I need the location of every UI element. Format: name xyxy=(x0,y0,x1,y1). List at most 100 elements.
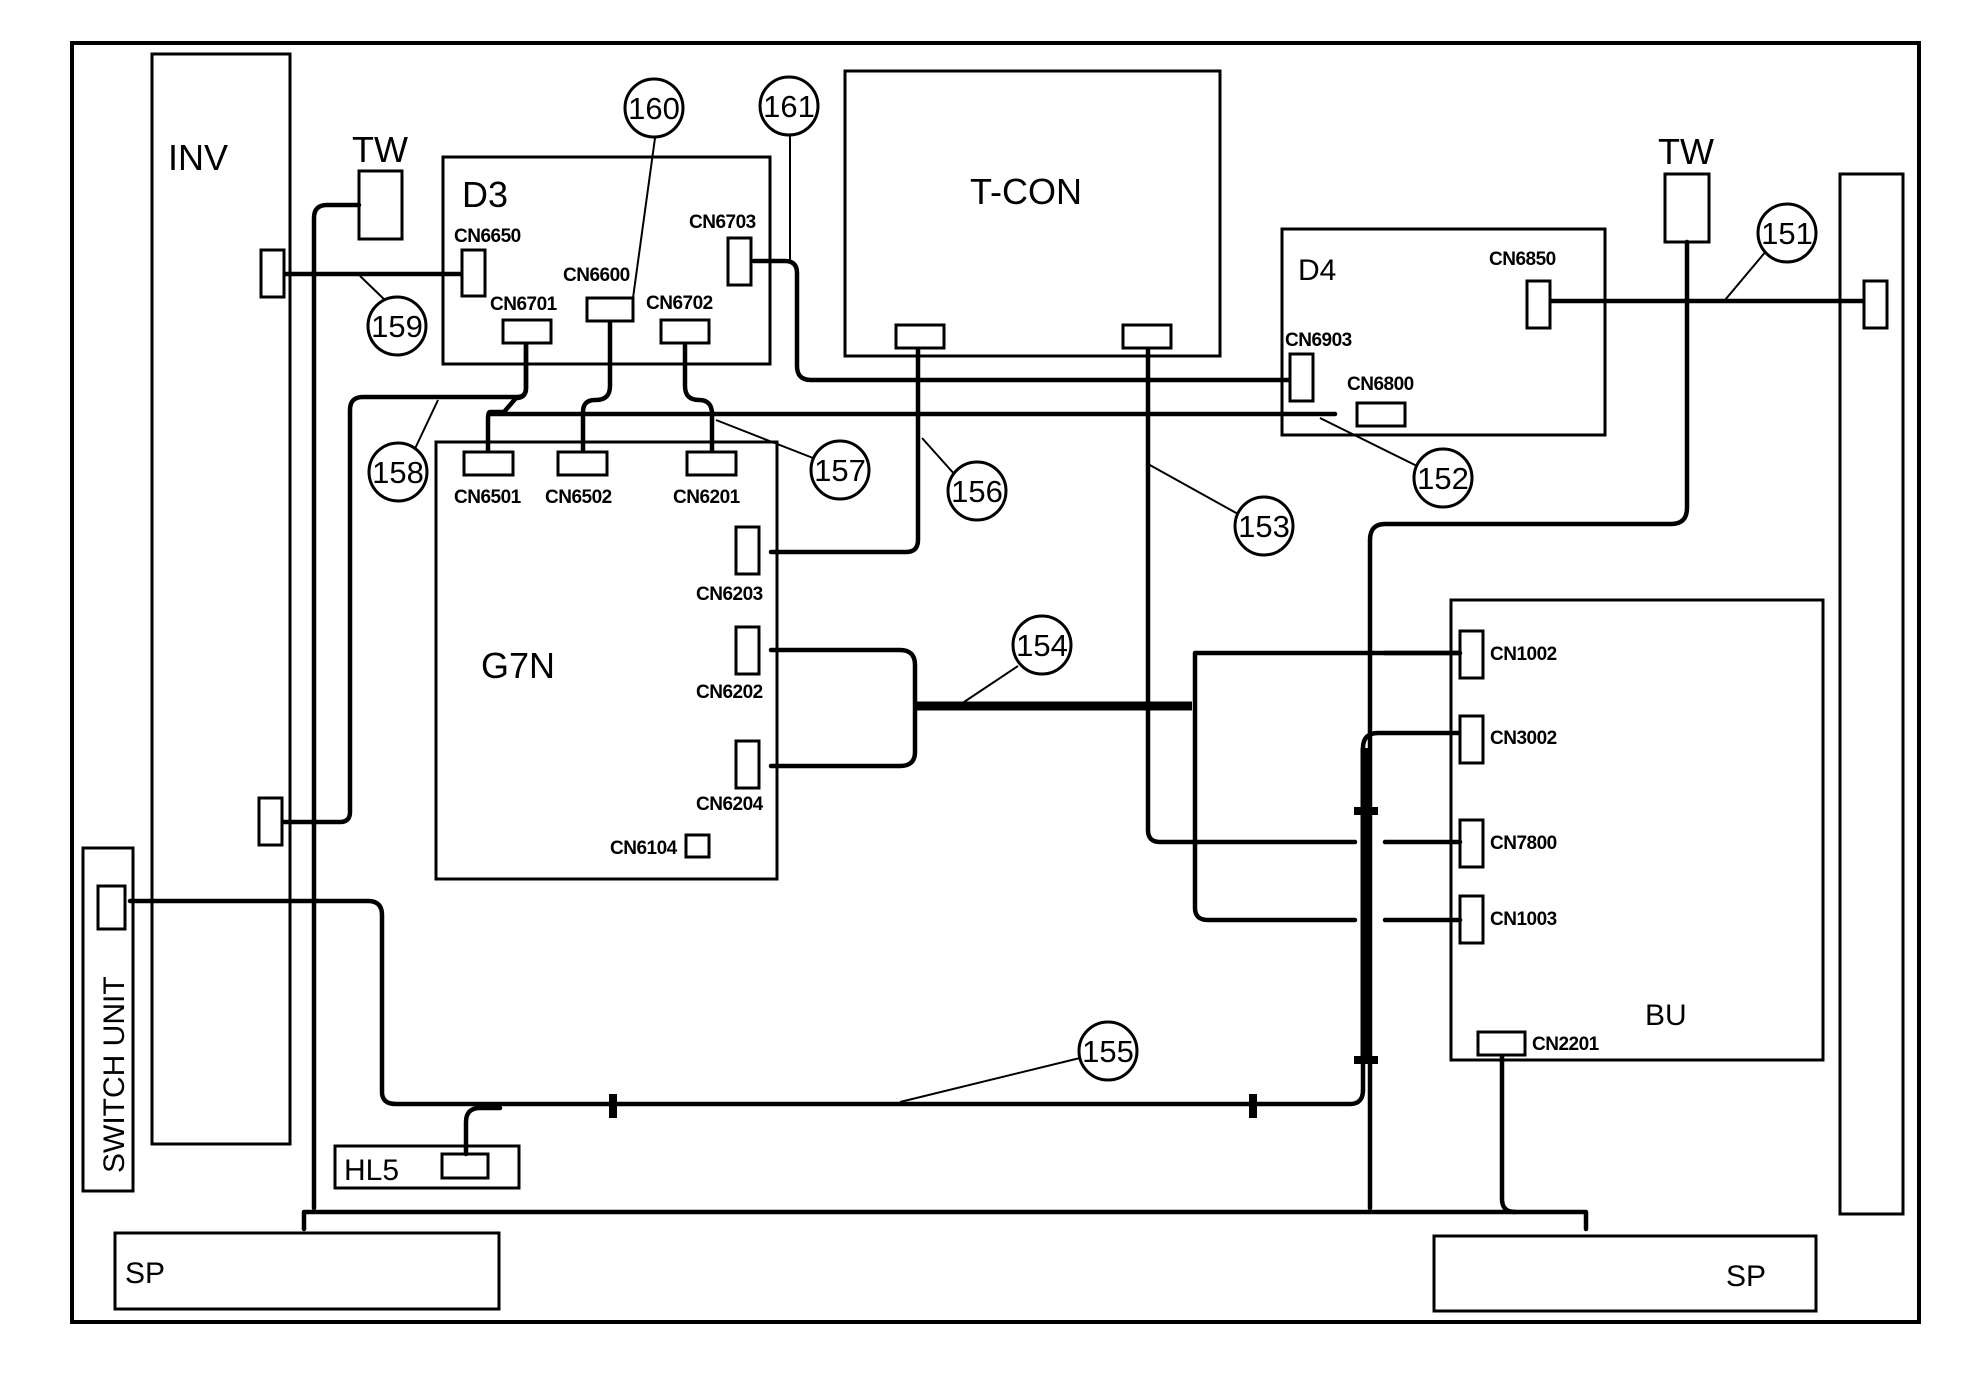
callout-159: 159 xyxy=(371,309,423,344)
right-panel-connector xyxy=(1862,279,1889,330)
bu-board: BU xyxy=(1449,598,1825,1062)
wire-tw-right xyxy=(1367,239,1690,1211)
cn1002-label: CN1002 xyxy=(1490,644,1557,665)
callout-159-circle xyxy=(366,295,428,357)
callout-156-circle xyxy=(946,460,1008,522)
cn6702-label: CN6702 xyxy=(646,293,713,314)
callout-152-circle xyxy=(1412,447,1474,509)
wire-154-branch xyxy=(1192,650,1463,923)
cn3002-label: CN3002 xyxy=(1490,728,1557,749)
g7n-label: G7N xyxy=(481,645,555,686)
callout-157-circle xyxy=(809,439,871,501)
connectors: CN6650 CN6600 CN6703 CN6701 CN6702 CN685… xyxy=(96,212,1889,1057)
cn1003-label: CN1003 xyxy=(1490,909,1557,930)
callouts: 151 152 153 154 155 156 157 158 159 160 … xyxy=(359,75,1818,1103)
leader-151 xyxy=(1724,249,1768,301)
callout-151: 151 xyxy=(1761,216,1813,251)
cn6104-connector xyxy=(684,833,711,859)
hl5-connector xyxy=(440,1152,490,1180)
cn6850-connector xyxy=(1525,279,1552,330)
cn6600-connector xyxy=(585,296,635,323)
right-panel-board xyxy=(1838,172,1905,1216)
cn6502-label: CN6502 xyxy=(545,487,612,508)
callout-152: 152 xyxy=(1417,461,1469,496)
cn6701-connector xyxy=(501,318,553,345)
tcon-left-connector xyxy=(894,323,946,350)
callout-160: 160 xyxy=(628,91,680,126)
sp-right-board: SP xyxy=(1432,1234,1818,1313)
hl5-label: HL5 xyxy=(344,1154,399,1187)
tw-right-label: TW xyxy=(1658,131,1714,172)
d4-label: D4 xyxy=(1298,254,1336,287)
cn7800-label: CN7800 xyxy=(1490,833,1557,854)
bu-label: BU xyxy=(1645,999,1687,1032)
cn6203-label: CN6203 xyxy=(696,584,763,605)
leader-159 xyxy=(359,275,388,303)
inv-bottom-connector xyxy=(257,796,284,847)
hl5-board: HL5 xyxy=(333,1144,521,1190)
clamp-1 xyxy=(609,1094,617,1118)
wire-tw-left xyxy=(311,202,362,1211)
cn6600-label: CN6600 xyxy=(563,265,630,286)
wire-160 xyxy=(580,311,613,453)
wire-hl5-drop xyxy=(463,1105,503,1157)
cn6202-connector xyxy=(734,625,761,676)
callout-161: 161 xyxy=(763,89,815,124)
cn6702-connector xyxy=(659,318,711,345)
wires xyxy=(127,202,1878,1232)
callout-153-circle xyxy=(1233,495,1295,557)
callout-154-circle xyxy=(1011,614,1073,676)
callout-158-circle xyxy=(367,441,429,503)
sp-right-label: SP xyxy=(1726,1260,1766,1293)
wire-155 xyxy=(127,898,1366,1107)
outer-frame xyxy=(70,41,1921,1324)
wire-cn2201 xyxy=(1499,1051,1518,1215)
cn6703-connector xyxy=(726,236,753,287)
callout-153: 153 xyxy=(1238,509,1290,544)
callout-154: 154 xyxy=(1016,628,1068,663)
wire-sp-bus xyxy=(301,1209,1589,1232)
tw-left-board: TW xyxy=(352,129,408,241)
cn6203-connector xyxy=(734,525,761,576)
leader-152 xyxy=(1319,417,1418,467)
cn6204-connector xyxy=(734,739,761,790)
sp-left-board: SP xyxy=(113,1231,501,1311)
cn6204-label: CN6204 xyxy=(696,794,764,815)
callout-155: 155 xyxy=(1082,1034,1134,1069)
g7n-board: G7N xyxy=(434,440,779,881)
inv-label: INV xyxy=(168,137,228,178)
callout-157: 157 xyxy=(814,453,866,488)
cn6502-connector xyxy=(556,450,609,477)
wire-153 xyxy=(1145,341,1358,845)
leader-155 xyxy=(899,1057,1081,1103)
cn6701-label: CN6701 xyxy=(490,294,558,315)
cn6903-label: CN6903 xyxy=(1285,330,1352,351)
cn6903-connector xyxy=(1288,352,1315,403)
d3-label: D3 xyxy=(462,174,508,215)
cn3002-connector xyxy=(1458,714,1485,765)
inv-board: INV xyxy=(150,52,292,1146)
callout-161-circle xyxy=(758,75,820,137)
cn6201-label: CN6201 xyxy=(673,487,741,508)
cn1002-connector xyxy=(1458,629,1485,680)
clamp-3 xyxy=(1354,807,1378,815)
leader-154 xyxy=(957,665,1019,707)
cn6501-label: CN6501 xyxy=(454,487,522,508)
cn7800-connector xyxy=(1458,818,1485,869)
cn6501-connector xyxy=(462,450,515,477)
callout-156: 156 xyxy=(951,474,1003,509)
cn2201-connector xyxy=(1476,1030,1527,1057)
clamp-2 xyxy=(1249,1094,1257,1118)
leader-153 xyxy=(1147,463,1239,515)
cn1003-connector xyxy=(1458,894,1485,945)
tw-right-board: TW xyxy=(1658,131,1714,244)
callout-151-circle xyxy=(1756,202,1818,264)
wire-157 xyxy=(682,333,715,453)
tcon-right-connector xyxy=(1121,323,1173,350)
callout-155-circle xyxy=(1077,1020,1139,1082)
tcon-board: T-CON xyxy=(843,69,1222,358)
leader-157 xyxy=(715,419,814,459)
cn6202-label: CN6202 xyxy=(696,682,763,703)
cn2201-label: CN2201 xyxy=(1532,1034,1600,1055)
